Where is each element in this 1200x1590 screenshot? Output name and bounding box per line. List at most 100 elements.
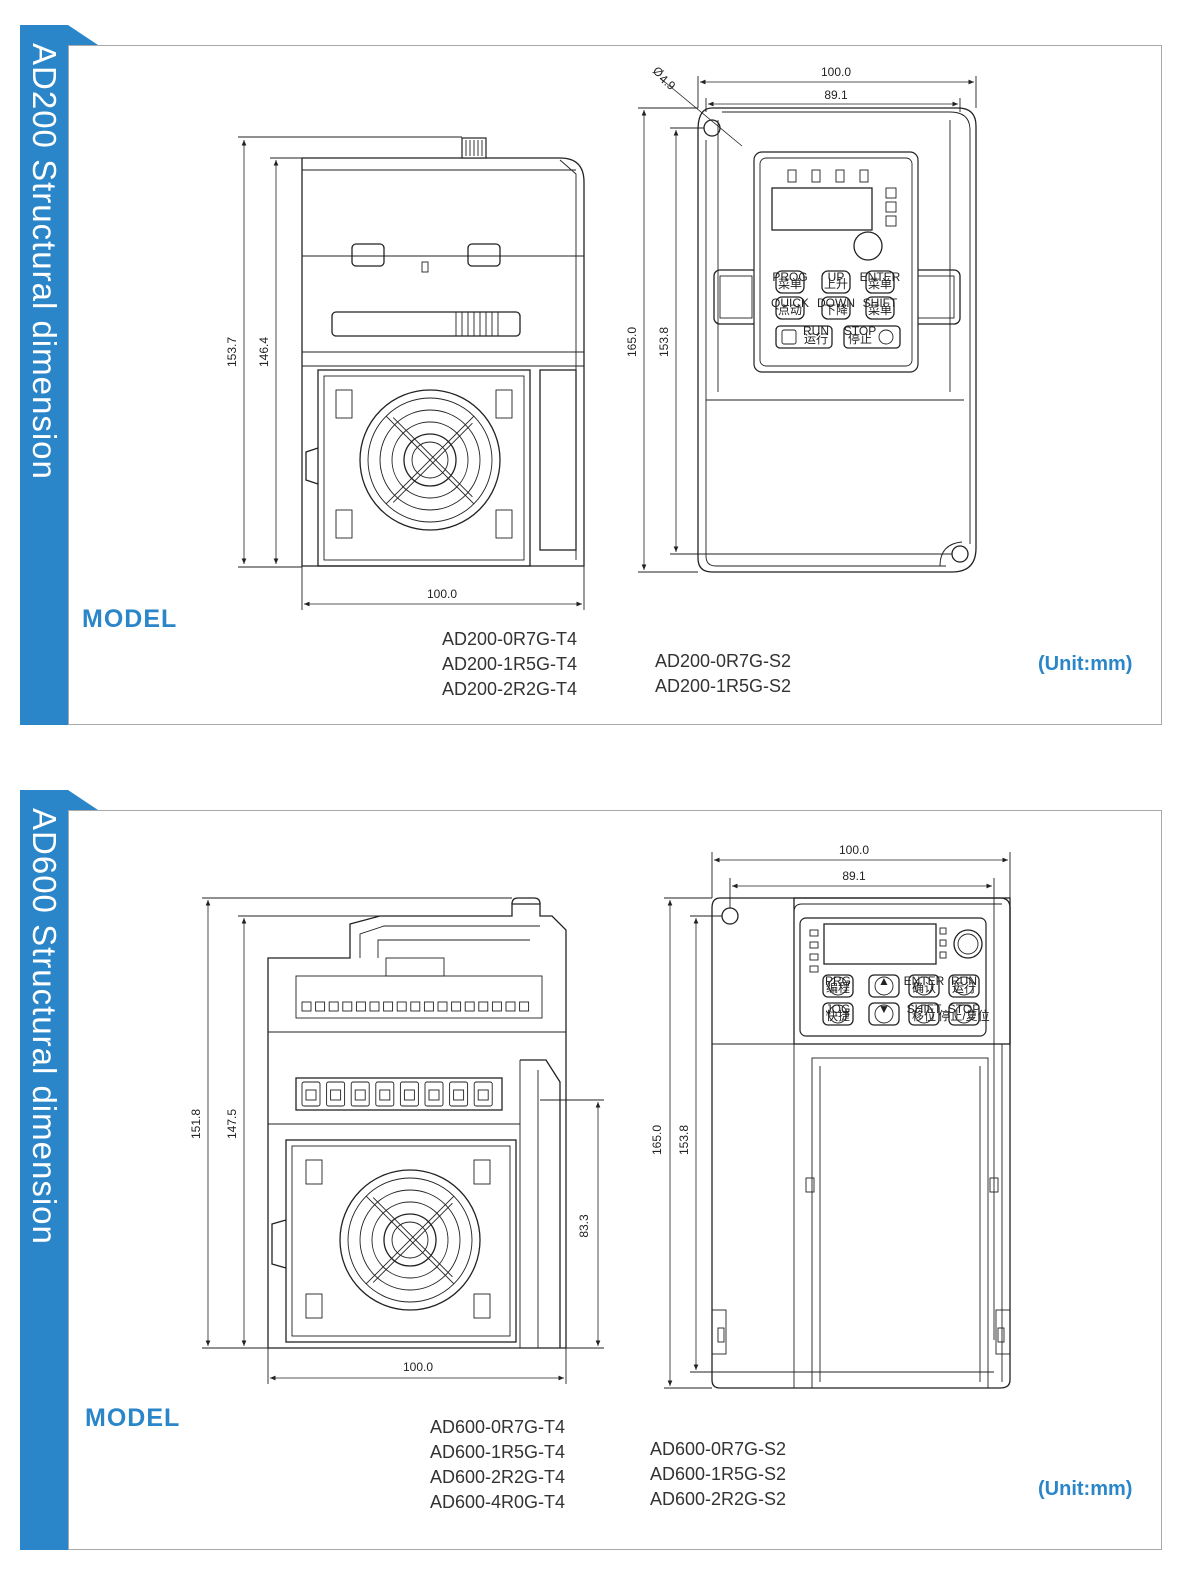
keypad-key (948, 1002, 980, 1026)
keypad-key-ring (874, 1004, 894, 1024)
keypad-key-ring (954, 1004, 974, 1024)
keypad-key-sublabel: 上升 (824, 277, 848, 291)
keypad-key (821, 270, 851, 294)
keypad-key-sublabel: 运行 (952, 981, 976, 995)
rib-inner (305, 1089, 317, 1101)
model-list-s2: AD200-0R7G-S2 AD200-1R5G-S2 (655, 649, 791, 699)
keypad-key (865, 296, 895, 320)
rib-inner (477, 1089, 489, 1101)
rib-inner (330, 1089, 342, 1101)
tab-corner (68, 790, 98, 810)
model-item: AD600-2R2G-S2 (650, 1489, 787, 1509)
keypad-key-label: ENTER (904, 974, 945, 988)
run-key-label: RUN (803, 324, 829, 338)
model-item: AD200-1R5G-T4 (442, 654, 578, 674)
dim-side-width: 100.0 (427, 587, 457, 601)
dim-front-width-inner: 89.1 (824, 88, 848, 102)
terminal-slot (342, 1001, 353, 1012)
tab-corner (68, 25, 98, 45)
keypad-key-label: DOWN (817, 296, 855, 310)
rib-inner (453, 1089, 465, 1101)
model-label: MODEL (82, 605, 178, 633)
keypad-key (948, 974, 980, 998)
terminal-slot (519, 1001, 530, 1012)
keypad-key-label: QUICK (771, 296, 809, 310)
dim-side-width: 100.0 (403, 1360, 433, 1374)
keypad-key-label: PRG (825, 974, 851, 988)
keypad-key-ring (954, 976, 974, 996)
stop-key-sublabel: 停止 (848, 331, 872, 346)
dim-front-width-outer: 100.0 (839, 843, 869, 857)
keypad-key-label: SHIFT (863, 296, 898, 310)
stop-key-icon (878, 329, 894, 345)
rib-slot (473, 1081, 493, 1107)
model-label: MODEL (85, 1404, 181, 1432)
stop-key-label: STOP (844, 324, 876, 338)
model-item: AD600-2R2G-T4 (430, 1467, 566, 1487)
model-list-t4: AD600-0R7G-T4 AD600-1R5G-T4 AD600-2R2G-T… (430, 1415, 565, 1515)
ad600-panel: AD600 Structural dimension (20, 790, 1162, 1550)
keypad-key-label: SHIFT (907, 1002, 942, 1016)
terminal-slot (328, 1001, 339, 1012)
panel-border (68, 810, 1162, 1550)
terminal-slot (437, 1001, 448, 1012)
dim-front-width-inner: 89.1 (842, 869, 866, 883)
model-item: AD600-0R7G-T4 (430, 1417, 566, 1437)
rib-inner (403, 1089, 415, 1101)
keypad-key-label: ▼ (878, 1002, 890, 1016)
model-item: AD600-4R0G-T4 (430, 1492, 566, 1512)
terminal-slot (369, 1001, 380, 1012)
keypad-key-sublabel: 快捷 (826, 1009, 850, 1023)
keypad-key (908, 1002, 940, 1026)
model-list-t4: AD200-0R7G-T4 AD200-1R5G-T4 AD200-2R2G-T… (442, 627, 577, 702)
terminal-slot (478, 1001, 489, 1012)
terminal-slot (410, 1001, 421, 1012)
terminal-slot (315, 1001, 326, 1012)
model-item: AD600-1R5G-S2 (650, 1464, 787, 1484)
keypad-key-label: ENTER (860, 270, 901, 284)
side-title-tab: AD600 Structural dimension (20, 790, 68, 1550)
panel-border (68, 45, 1162, 725)
run-key-sublabel: 运行 (804, 332, 828, 346)
model-item: AD200-0R7G-S2 (655, 651, 792, 671)
keypad-key (865, 270, 895, 294)
unit-label: (Unit:mm) (1038, 653, 1133, 675)
dim-side-height-outer: 151.8 (189, 1109, 203, 1139)
keypad-key-sublabel: 菜单 (868, 277, 892, 291)
keypad-key-label: PROG (772, 270, 807, 284)
terminal-slot (301, 1001, 312, 1012)
rib-inner (354, 1089, 366, 1101)
keypad-key-sublabel: 移位 (912, 1008, 936, 1023)
dim-side-height-outer: 153.7 (225, 337, 239, 367)
rib-slot (424, 1081, 444, 1107)
run-key-icon (781, 329, 797, 345)
terminal-slot (464, 1001, 475, 1012)
keypad-key (775, 270, 805, 294)
keypad-key-ring (914, 1004, 934, 1024)
model-item: AD600-1R5G-T4 (430, 1442, 566, 1462)
terminal-slot (396, 1001, 407, 1012)
keypad-key (821, 296, 851, 320)
dim-side-height-inner: 146.4 (257, 337, 271, 367)
ad600-side-view: 151.8 147.5 83.3 100.0 (189, 897, 604, 1384)
model-item: AD600-0R7G-S2 (650, 1439, 787, 1459)
keypad-key-sublabel: 菜单 (778, 277, 802, 291)
keypad-key-ring (914, 976, 934, 996)
keypad-key-ring (874, 976, 894, 996)
keypad-key-ring (828, 1004, 848, 1024)
dim-front-height-inner: 153.8 (657, 327, 671, 357)
dim-side-height-inner: 147.5 (225, 1109, 239, 1139)
model-item: AD200-2R2G-T4 (442, 679, 578, 699)
dim-front-height-inner: 153.8 (677, 1125, 691, 1155)
terminal-slot (383, 1001, 394, 1012)
rib-slot (449, 1081, 469, 1107)
keypad-key-label: STOP (948, 1002, 980, 1016)
keypad-key (908, 974, 940, 998)
rib-slot (350, 1081, 370, 1107)
rib-slot (375, 1081, 395, 1107)
keypad-key-label: ▲ (878, 974, 890, 988)
keypad-key (822, 974, 854, 998)
